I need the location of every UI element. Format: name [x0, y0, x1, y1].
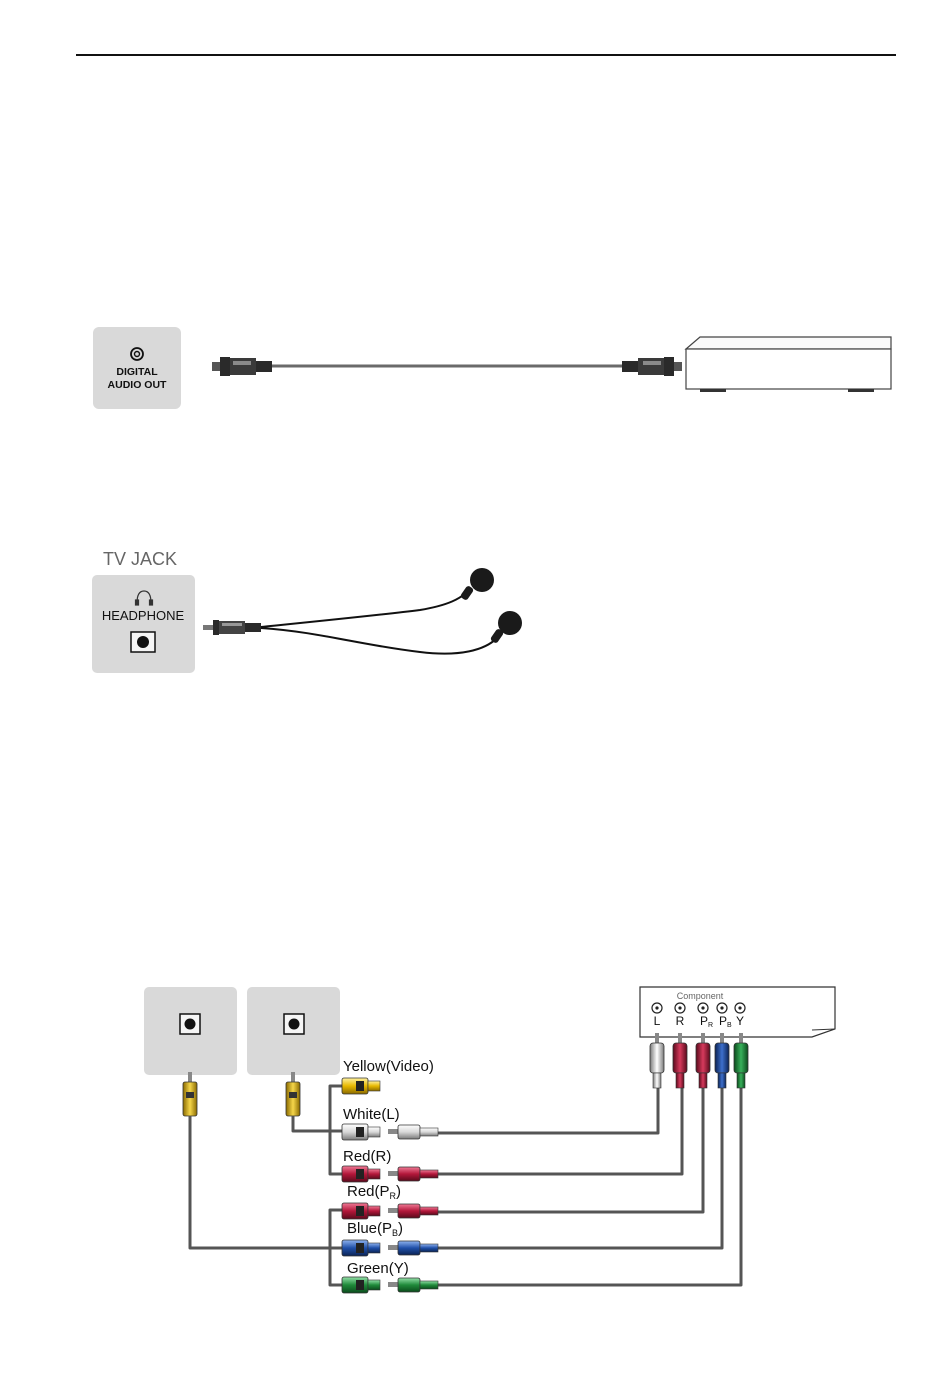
label-yellow-video: Yellow(Video) — [343, 1058, 434, 1075]
digital-label: DIGITAL — [116, 366, 158, 378]
headphone-plug — [203, 620, 261, 635]
label-green-y: Green(Y) — [347, 1260, 409, 1277]
component-section: Yellow(Video) White(L) Red(R) Red(PR) Bl… — [144, 987, 835, 1293]
headphone-panel — [92, 575, 195, 673]
device-port-y: Y — [736, 1014, 744, 1028]
adapter-plug-2 — [286, 1072, 300, 1116]
component-device: Component L R PR PB Y — [640, 987, 835, 1037]
rca-mate-blue — [388, 1241, 438, 1255]
rca-mate-green — [388, 1278, 438, 1292]
rca-red-right — [342, 1166, 380, 1182]
rca-blue-pb — [342, 1240, 380, 1256]
audio-out-label: AUDIO OUT — [108, 379, 168, 391]
device-plug-blue — [715, 1033, 729, 1088]
earbud-right — [490, 611, 522, 644]
adapter-plug-1 — [183, 1072, 197, 1116]
component-device-label: Component — [677, 991, 724, 1001]
earphone-wire-upper — [261, 593, 466, 627]
earphone-wire-lower — [261, 628, 497, 654]
label-red-r: Red(R) — [343, 1148, 391, 1165]
rca-red-pr — [342, 1203, 380, 1219]
headphone-port-label: HEADPHONE — [102, 608, 185, 623]
headphone-jack — [131, 632, 155, 652]
device-plug-green — [734, 1033, 748, 1088]
device-plug-red-r — [673, 1033, 687, 1088]
device-plug-white — [650, 1033, 664, 1088]
label-blue-pb: Blue(PB) — [347, 1220, 403, 1238]
rca-yellow-video — [342, 1078, 380, 1094]
device-port-l: L — [654, 1014, 661, 1028]
device-port-r: R — [676, 1014, 685, 1028]
rca-mate-red-pr — [388, 1204, 438, 1218]
earbud-left — [460, 568, 494, 601]
cable-runs — [190, 1086, 741, 1285]
av-jack-2 — [284, 1014, 304, 1034]
device-plug-red-pr — [696, 1033, 710, 1088]
rca-green-y — [342, 1277, 380, 1293]
rca-mate-red-r — [388, 1167, 438, 1181]
av-jack-1 — [180, 1014, 200, 1034]
rca-mate-white — [388, 1125, 438, 1139]
label-white-l: White(L) — [343, 1106, 400, 1123]
optical-plug-right — [622, 357, 682, 376]
headphone-section: TV JACK HEADPHONE — [92, 549, 522, 673]
tv-jack-title: TV JACK — [103, 549, 177, 569]
label-red-pr: Red(PR) — [347, 1183, 401, 1201]
audio-receiver-box — [686, 337, 891, 392]
rca-white-left — [342, 1124, 380, 1140]
optical-plug-left — [212, 357, 272, 376]
optical-section: DIGITAL AUDIO OUT — [93, 327, 891, 409]
